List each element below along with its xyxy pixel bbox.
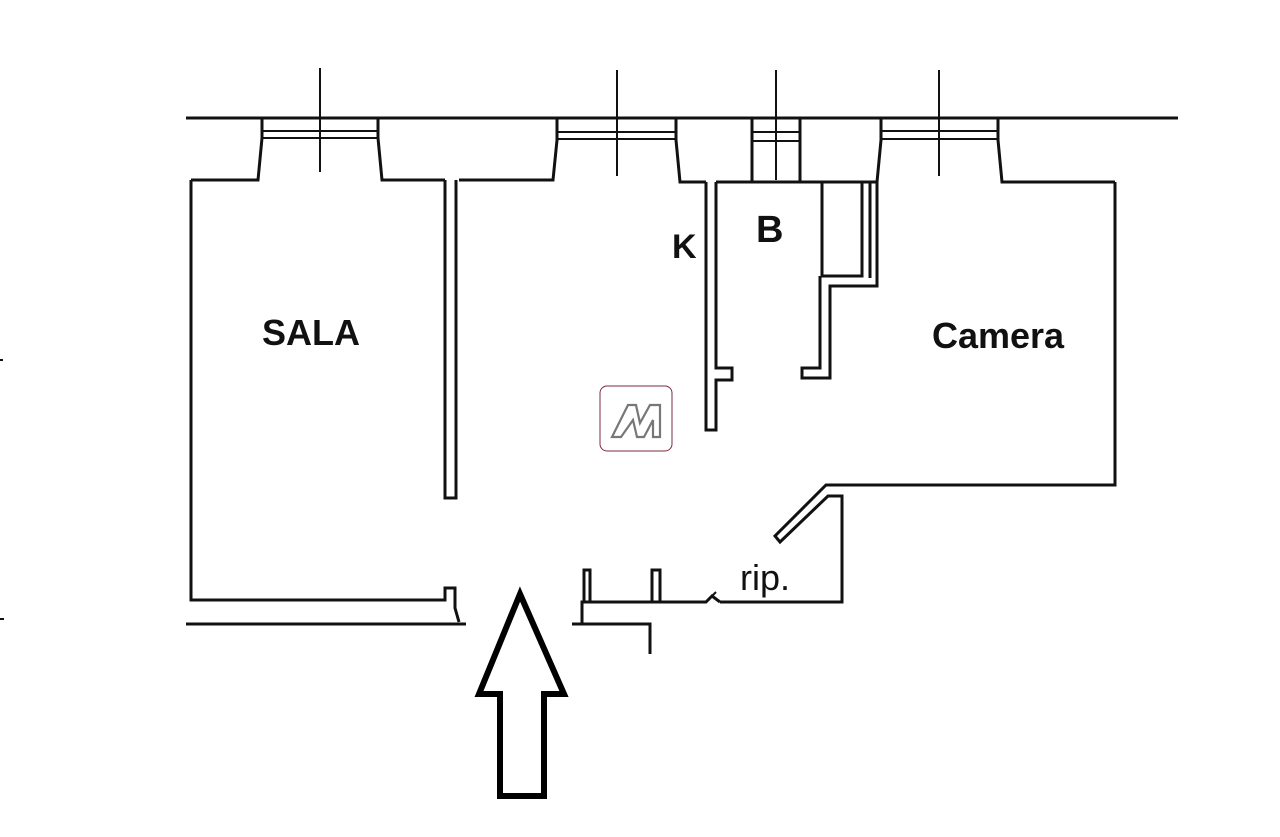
window-recesses (191, 118, 1115, 184)
room-label-sala: SALA (262, 312, 360, 353)
edge-marks (0, 359, 4, 620)
room-label-bath: B (756, 209, 783, 251)
window-markers (319, 68, 940, 180)
room-label-camera: Camera (932, 315, 1065, 356)
camera-walls (720, 182, 1117, 604)
entrance-walls (186, 568, 721, 654)
m-logo-icon (599, 385, 673, 452)
sala-walls (189, 180, 461, 623)
kitchen-bath-walls (704, 180, 879, 432)
room-label-kitchen: K (672, 228, 697, 266)
room-label-storage: rip. (740, 557, 790, 598)
up-arrow-icon (474, 586, 569, 799)
